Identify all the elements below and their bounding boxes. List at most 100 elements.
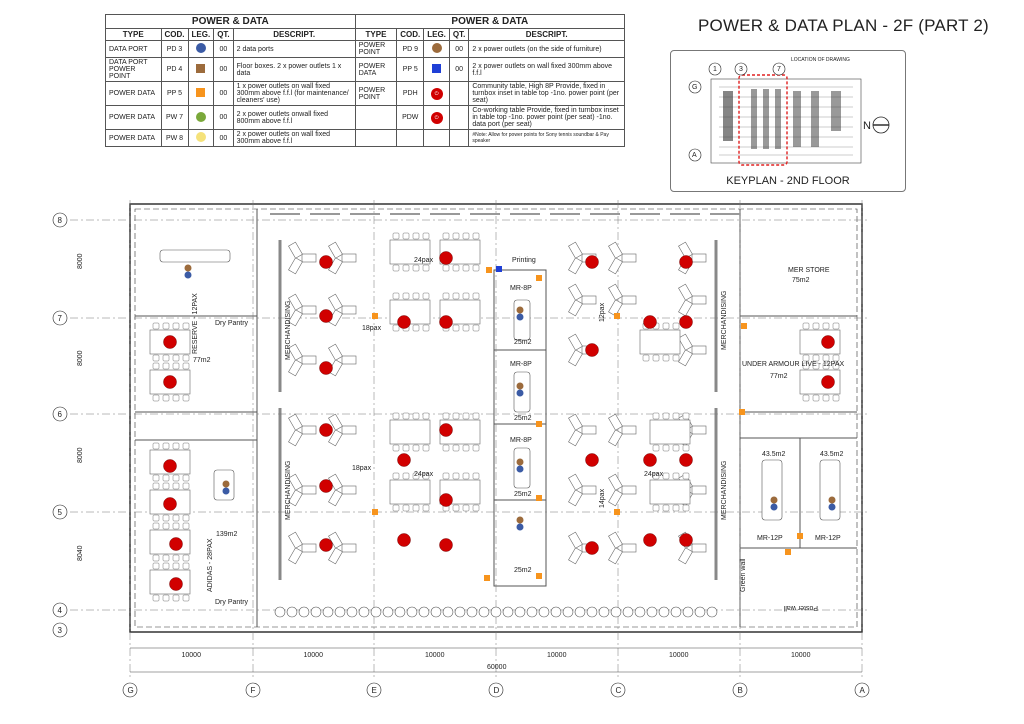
power-socket-icon [585, 255, 599, 269]
data-port-dot-icon [516, 523, 524, 531]
chair [802, 394, 810, 402]
chair [452, 292, 460, 300]
power-point-dot-icon [770, 496, 778, 504]
chair [422, 264, 430, 272]
legend-dot-icon [195, 132, 206, 142]
chair [182, 322, 190, 330]
grid-row-label: 7 [58, 314, 63, 323]
chair [152, 522, 160, 530]
chair [832, 322, 840, 330]
chair [172, 394, 180, 402]
mr8p-3-label: MR-8P [510, 437, 532, 444]
power-socket-icon [319, 255, 333, 269]
kp-grid-7: 7 [777, 66, 781, 73]
chair [682, 444, 690, 452]
power-outlet-square-icon [536, 275, 542, 281]
grid-row-bubble [52, 406, 68, 422]
mer-store-label: MER STORE [788, 267, 830, 274]
chair [662, 504, 670, 512]
keyplan-caption: KEYPLAN - 2ND FLOOR [726, 175, 850, 187]
chair [392, 324, 400, 332]
chair [412, 264, 420, 272]
chair [822, 354, 830, 362]
chair [462, 412, 470, 420]
grid-row-label: 5 [58, 508, 63, 517]
chair [392, 412, 400, 420]
chair [822, 322, 830, 330]
legend-dot-icon [195, 43, 206, 53]
power-socket-icon [397, 315, 411, 329]
legend-dot-icon [195, 111, 206, 122]
chair [462, 264, 470, 272]
plant-icon [622, 606, 634, 618]
data-port-dot-icon [770, 503, 778, 511]
pod-desk [341, 305, 357, 315]
total-dimension: 60000 [487, 664, 507, 671]
power-socket-icon [679, 533, 693, 547]
legend-desc: 2 x power outlets on wall fixed 300mm ab… [468, 57, 625, 82]
plant-icon [418, 606, 430, 618]
desk [389, 239, 431, 265]
plant-icon [550, 606, 562, 618]
plant-icon [658, 606, 670, 618]
legend-dot-icon [431, 43, 442, 53]
chair [412, 324, 420, 332]
chair [162, 354, 170, 362]
chair [672, 322, 680, 330]
chair [822, 394, 830, 402]
chair [472, 232, 480, 240]
pod-desk [301, 425, 317, 435]
power-socket-icon [439, 493, 453, 507]
grid-col-label: C [616, 686, 622, 695]
pod-desk [288, 309, 303, 327]
row-dimension: 8000 [77, 350, 84, 366]
power-socket-icon [643, 453, 657, 467]
chair [832, 354, 840, 362]
north-label: N [863, 120, 871, 132]
desk [649, 419, 691, 445]
pod-desk [301, 485, 317, 495]
chair [462, 324, 470, 332]
pod-desk [691, 543, 707, 553]
chair [442, 264, 450, 272]
chair [182, 554, 190, 562]
chair [392, 504, 400, 512]
chair [472, 444, 480, 452]
pod-desk [678, 547, 693, 565]
pod-desk [691, 253, 707, 263]
legend-type: POWER POINT [354, 81, 398, 106]
pod-desk [568, 283, 583, 301]
grid-row-label: 6 [58, 410, 63, 419]
chair [152, 474, 160, 482]
dry-pantry-1-label: Dry Pantry [215, 320, 249, 327]
grid-row-label: 4 [58, 606, 63, 615]
power-socket-icon [163, 375, 177, 389]
chair [812, 394, 820, 402]
legend-qt [448, 129, 470, 147]
chair [472, 472, 480, 480]
grid-col-bubble [854, 682, 870, 698]
chair [672, 354, 680, 362]
pax-14: 14pax [599, 488, 606, 508]
desk [649, 479, 691, 505]
pod-desk [621, 295, 637, 305]
pod-desk [608, 283, 623, 301]
col-dimension: 10000 [547, 652, 567, 659]
pod-desk [301, 305, 317, 315]
pod-desk [568, 473, 583, 491]
legend-desc: 1 x power outlets on wall fixed 300mm ab… [232, 81, 356, 106]
chair [162, 482, 170, 490]
chair [422, 324, 430, 332]
plant-icon [502, 606, 514, 618]
legend-qt: 00 [213, 105, 234, 130]
chair [452, 232, 460, 240]
col-dimension: 10000 [425, 652, 445, 659]
legend-symbol [187, 81, 215, 106]
pod-desk [301, 355, 317, 365]
chair [472, 292, 480, 300]
pod-desk [691, 295, 707, 305]
plant-icon [466, 606, 478, 618]
power-socket-icon [397, 533, 411, 547]
legend-code: PW 8 [160, 129, 189, 147]
power-point-dot-icon [516, 306, 524, 314]
